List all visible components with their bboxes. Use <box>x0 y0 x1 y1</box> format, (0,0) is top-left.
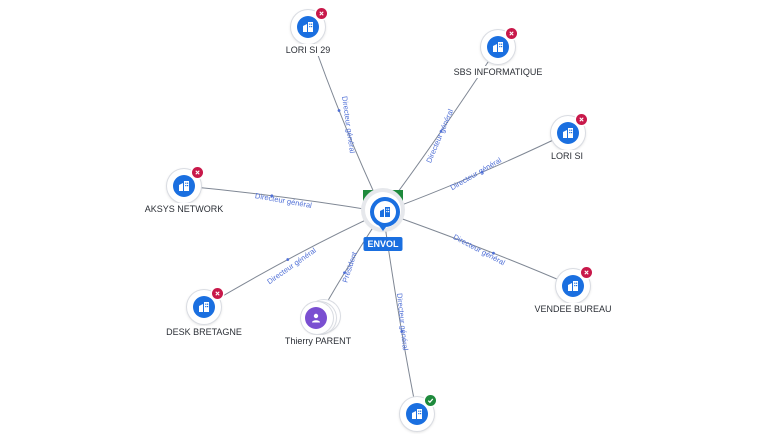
company-node-lori-si-29[interactable] <box>288 7 328 47</box>
building-icon <box>568 281 578 291</box>
closed-status-icon <box>576 114 587 125</box>
edge-label-sbs-informatique: Directeur général <box>424 107 455 164</box>
closed-status-icon <box>316 8 327 19</box>
company-node-lori-si[interactable] <box>548 113 588 153</box>
person-node[interactable] <box>298 298 340 338</box>
edge-arrow-sbs-informatique <box>439 129 443 133</box>
center-node[interactable] <box>363 190 403 238</box>
edge-label-desk-bretagne: Directeur général <box>265 246 318 287</box>
building-icon <box>303 22 313 32</box>
company-label-lori-si[interactable]: LORI SI <box>547 150 587 162</box>
edge-arrow-lori-si-29 <box>337 109 341 112</box>
active-status-icon <box>425 395 436 406</box>
closed-status-icon <box>192 167 203 178</box>
closed-status-icon <box>506 28 517 39</box>
edge-arrow-person <box>343 271 346 275</box>
edge-label-aksys-network: Directeur général <box>254 191 313 210</box>
company-label-aksys-network[interactable]: AKSYS NETWORK <box>141 203 227 215</box>
building-icon <box>493 42 503 52</box>
company-node-vendee-bureau[interactable] <box>553 266 593 306</box>
edge-arrow-vendee-bureau <box>492 251 495 255</box>
pin-tip <box>377 223 389 231</box>
building-icon <box>380 207 390 217</box>
building-icon <box>563 128 573 138</box>
company-node-sbs-informatique[interactable] <box>478 27 518 67</box>
company-node-aksys-network[interactable] <box>164 166 204 206</box>
edge-arrow-aksys-network <box>270 194 274 198</box>
company-node-desk-bretagne[interactable] <box>184 287 224 327</box>
company-label-sbs-informatique[interactable]: SBS INFORMATIQUE <box>450 66 546 78</box>
person-label[interactable]: Thierry PARENT <box>281 335 355 347</box>
center-pin <box>365 192 401 228</box>
edge-label-lori-si-29: Directeur général <box>340 96 357 155</box>
closed-status-icon <box>212 288 223 299</box>
closed-status-icon <box>581 267 592 278</box>
edge-desk-bretagne <box>203 211 384 308</box>
building-icon <box>199 302 209 312</box>
edge-aksys-network <box>183 185 384 213</box>
edge-label-bottom-company: Directeur général <box>395 293 410 351</box>
edge-label-lori-si: Directeur général <box>449 155 504 192</box>
edge-arrow-desk-bretagne <box>286 258 290 261</box>
edge-label-vendee-bureau: Directeur général <box>452 232 507 267</box>
center-node-label[interactable]: ENVOL <box>363 237 403 251</box>
company-label-desk-bretagne[interactable]: DESK BRETAGNE <box>163 326 245 338</box>
person-icon <box>312 313 320 323</box>
company-label-lori-si-29[interactable]: LORI SI 29 <box>282 44 334 56</box>
company-node-bottom-company[interactable] <box>397 394 437 434</box>
edge-arrow-bottom-company <box>400 330 404 333</box>
building-icon <box>412 409 422 419</box>
edge-lori-si <box>382 132 569 213</box>
building-icon <box>179 181 189 191</box>
company-label-vendee-bureau[interactable]: VENDEE BUREAU <box>531 303 615 315</box>
edge-arrow-lori-si <box>480 170 484 174</box>
edge-vendee-bureau <box>382 211 574 287</box>
edge-label-person: Président <box>340 250 359 284</box>
